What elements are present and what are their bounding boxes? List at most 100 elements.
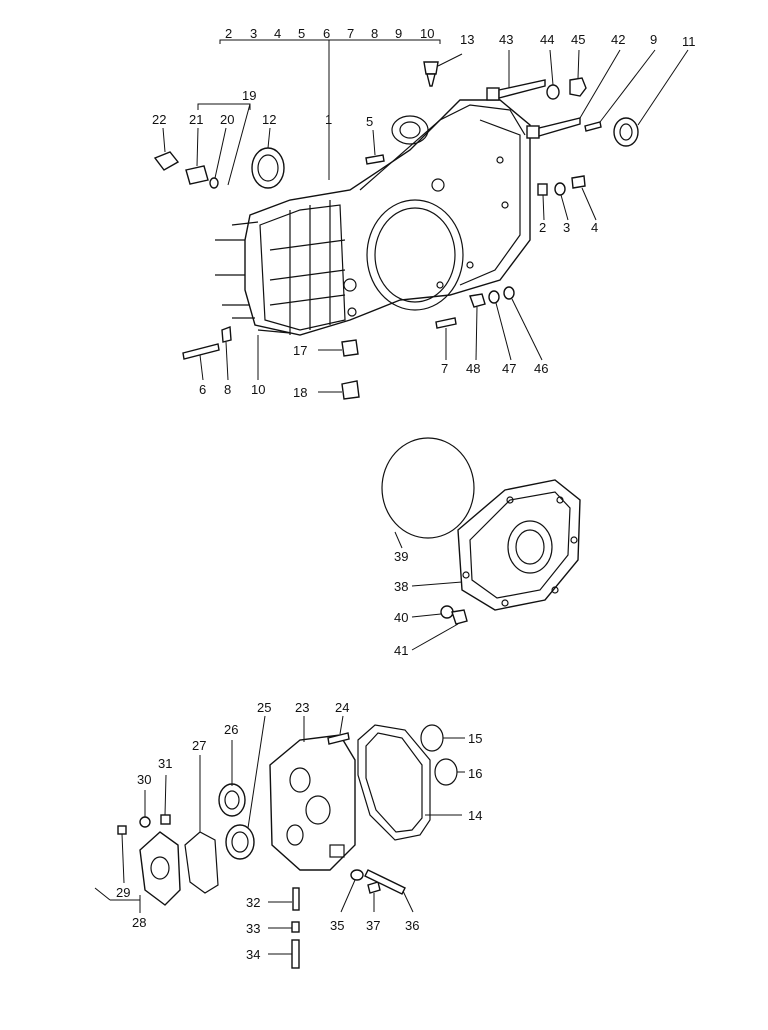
label-3: 3 <box>563 220 570 235</box>
label-20: 20 <box>220 112 234 127</box>
label-19: 19 <box>242 88 256 103</box>
label-10: 10 <box>251 382 265 397</box>
label-3-top: 3 <box>250 26 257 41</box>
part-47-washer <box>488 290 512 361</box>
label-39: 39 <box>394 549 408 564</box>
label-44: 44 <box>540 32 554 47</box>
label-38: 38 <box>394 579 408 594</box>
part-45-nut <box>569 49 587 97</box>
middle-assembly <box>381 437 581 651</box>
label-48: 48 <box>466 361 480 376</box>
label-6: 6 <box>199 382 206 397</box>
part-25-bearing <box>225 715 266 860</box>
part-7-stud <box>435 317 457 360</box>
part-40-washer <box>411 605 454 619</box>
label-5: 5 <box>366 114 373 129</box>
label-1: 1 <box>325 112 332 127</box>
part-44-washer <box>546 49 560 100</box>
label-5-top: 5 <box>298 26 305 41</box>
part-23-cover-plate <box>269 716 356 871</box>
part-18-plug <box>318 380 360 400</box>
part-30-washer <box>139 790 151 828</box>
part-27-gasket <box>184 755 219 894</box>
part-28-flange <box>94 831 181 913</box>
part-17-plug <box>318 339 359 357</box>
label-13: 13 <box>460 32 474 47</box>
transmission-housing <box>215 99 531 336</box>
label-41: 41 <box>394 643 408 658</box>
part-8-pin <box>221 326 232 381</box>
label-21: 21 <box>189 112 203 127</box>
part-35-washer <box>340 869 364 913</box>
leader-19 <box>227 103 251 186</box>
label-4: 4 <box>591 220 598 235</box>
part-33-sleeve <box>268 921 300 933</box>
label-10-top: 10 <box>420 26 434 41</box>
label-16: 16 <box>468 766 482 781</box>
label-4-top: 4 <box>274 26 281 41</box>
label-12: 12 <box>262 112 276 127</box>
label-31: 31 <box>158 756 172 771</box>
label-7-top: 7 <box>347 26 354 41</box>
label-23: 23 <box>295 700 309 715</box>
label-8: 8 <box>224 382 231 397</box>
label-40: 40 <box>394 610 408 625</box>
label-9-top: 9 <box>395 26 402 41</box>
part-3-washer <box>554 182 569 221</box>
part-22-cap <box>153 127 180 171</box>
part-34-pin <box>268 939 300 969</box>
label-34: 34 <box>246 947 260 962</box>
part-14-gasket <box>357 724 462 841</box>
part-15-ring <box>420 724 465 752</box>
label-18: 18 <box>293 385 307 400</box>
part-31-screw <box>160 774 171 825</box>
label-26: 26 <box>224 722 238 737</box>
label-24: 24 <box>335 700 349 715</box>
label-15: 15 <box>468 731 482 746</box>
label-37: 37 <box>366 918 380 933</box>
part-9-stud <box>584 49 656 132</box>
label-35: 35 <box>330 918 344 933</box>
part-6-stud <box>182 343 220 381</box>
part-46-washer <box>503 286 543 361</box>
label-2-top: 2 <box>225 26 232 41</box>
label-2: 2 <box>539 220 546 235</box>
part-48-nut <box>469 293 486 361</box>
part-41-nut <box>411 609 468 651</box>
label-45: 45 <box>571 32 585 47</box>
label-30: 30 <box>137 772 151 787</box>
part-43-bolt <box>486 50 546 101</box>
part-4-plug <box>571 175 597 221</box>
label-32: 32 <box>246 895 260 910</box>
part-11-seal <box>613 49 689 147</box>
part-24-pin <box>327 715 350 745</box>
part-16-ring <box>434 758 465 786</box>
label-22: 22 <box>152 112 166 127</box>
part-2-sleeve <box>537 183 548 221</box>
part-38-cover <box>411 479 581 611</box>
part-42-bolt <box>526 49 621 139</box>
label-36: 36 <box>405 918 419 933</box>
label-14: 14 <box>468 808 482 823</box>
label-17: 17 <box>293 343 307 358</box>
bottom-assembly <box>94 715 465 969</box>
label-29: 29 <box>116 885 130 900</box>
label-46: 46 <box>534 361 548 376</box>
part-21-sleeve <box>185 127 209 185</box>
part-29-screw <box>117 825 127 884</box>
label-27: 27 <box>192 738 206 753</box>
bracket-line <box>219 39 441 44</box>
label-33: 33 <box>246 921 260 936</box>
part-36-stud <box>364 869 414 913</box>
part-5-stud <box>365 129 385 165</box>
label-43: 43 <box>499 32 513 47</box>
label-28: 28 <box>132 915 146 930</box>
part-13-breather <box>423 53 463 87</box>
label-9: 9 <box>650 32 657 47</box>
part-12-seal <box>251 127 285 189</box>
bracket-19 <box>197 103 251 110</box>
top-assembly <box>153 39 689 400</box>
part-37-screw <box>367 881 381 912</box>
